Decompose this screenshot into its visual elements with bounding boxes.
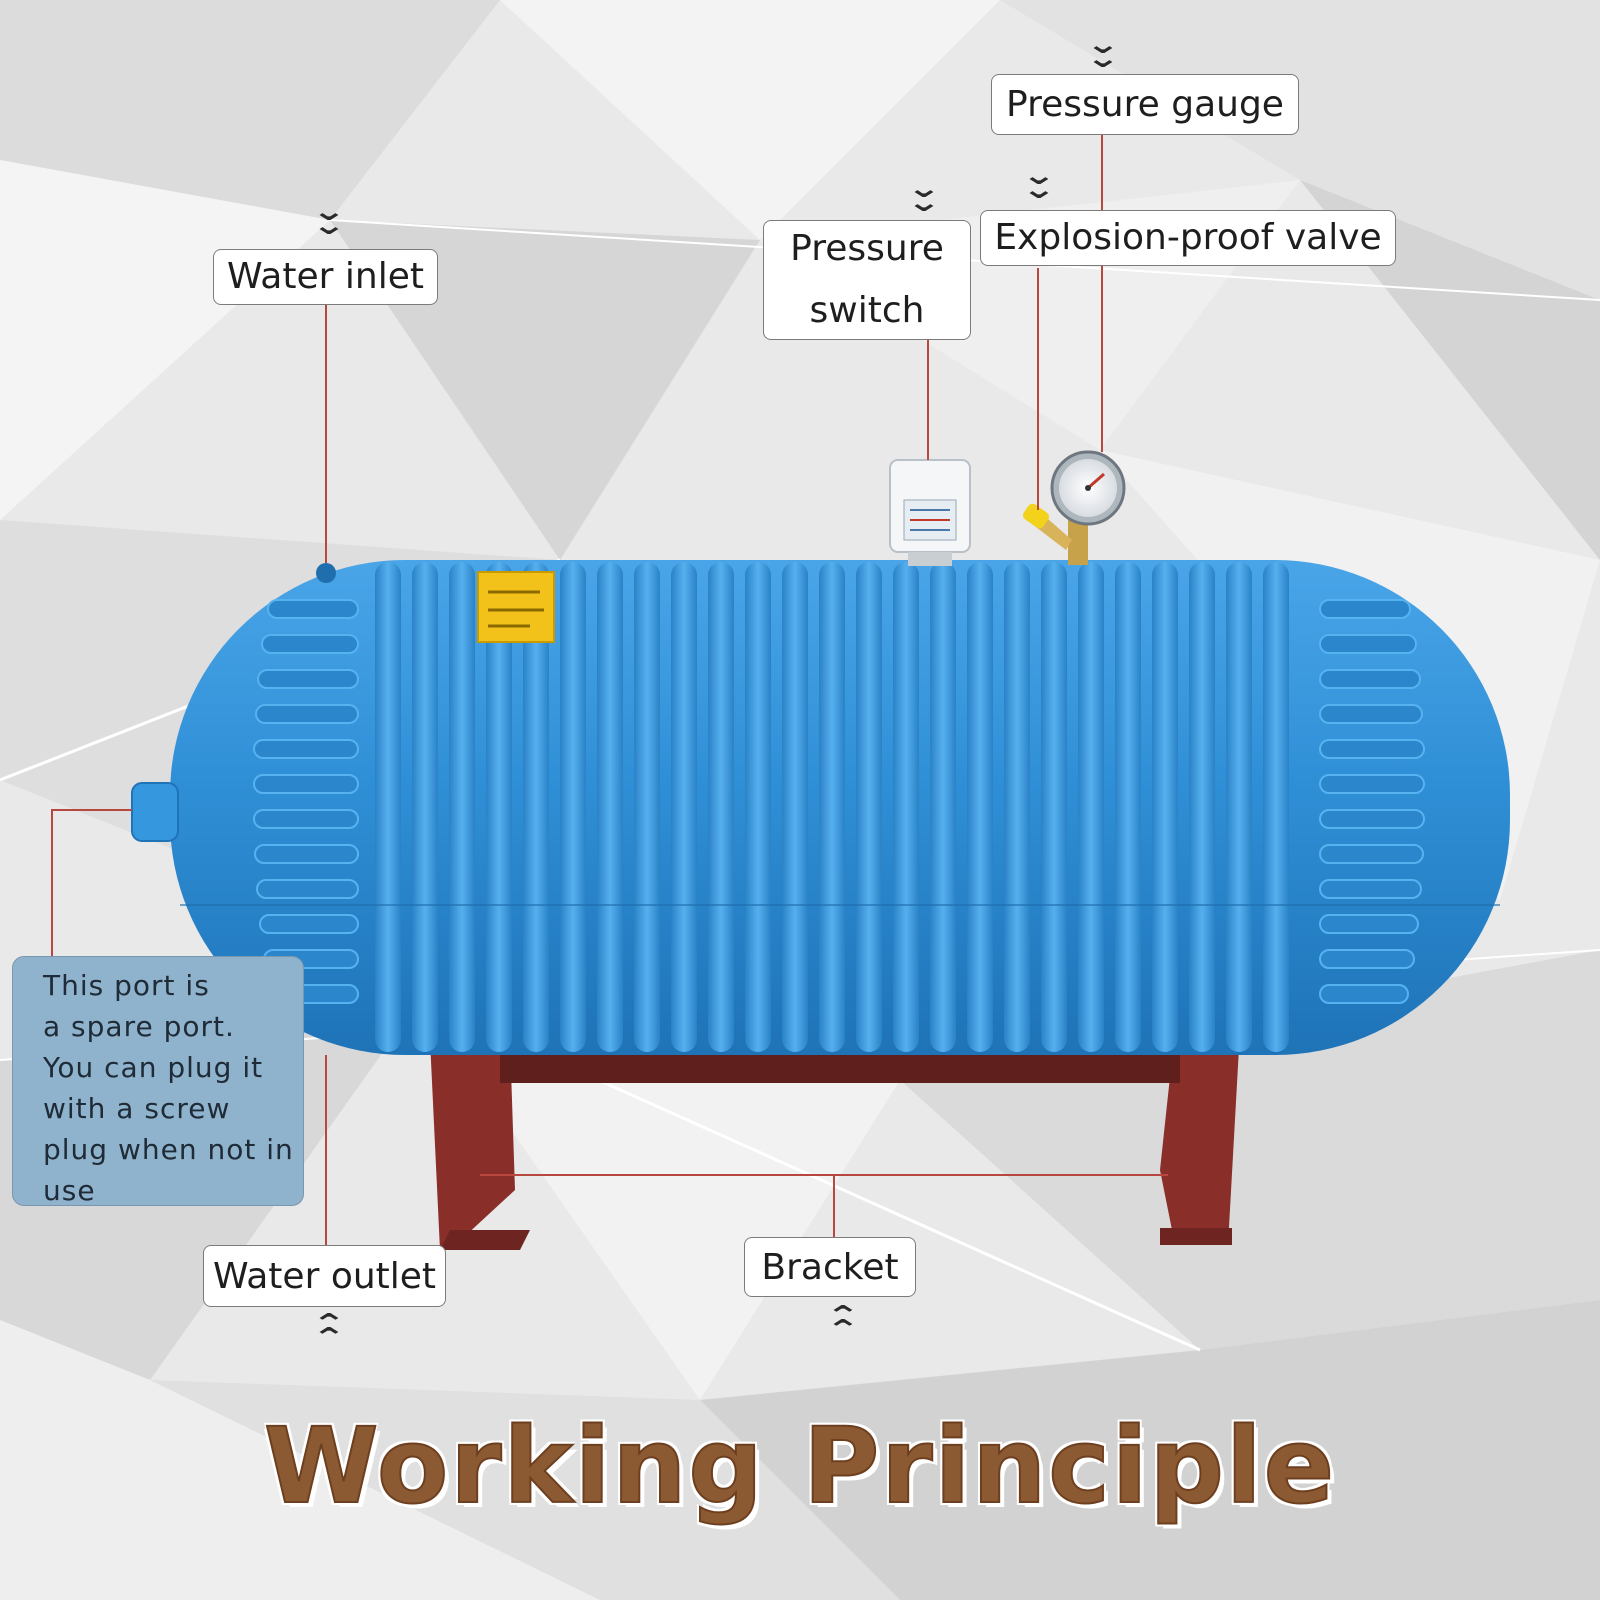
pressure-switch-label: Pressure switch bbox=[763, 220, 971, 340]
note-line: You can plug it bbox=[43, 1051, 264, 1084]
spare-port-note: This port is a spare port. You can plug … bbox=[12, 956, 304, 1207]
chevron-down-icon: ⌄⌄ bbox=[311, 197, 347, 241]
chevron-down-icon: ⌄⌄ bbox=[1021, 161, 1057, 205]
warning-sticker bbox=[477, 571, 555, 643]
water-inlet-port bbox=[316, 563, 336, 583]
chevron-down-icon: ⌄⌄ bbox=[1085, 30, 1121, 74]
explosion-proof-valve-label: Explosion-proof valve bbox=[980, 210, 1396, 266]
chevron-up-icon: ⌃⌃ bbox=[825, 1301, 861, 1345]
blue-tank-body bbox=[170, 560, 1510, 1055]
note-line: plug when not in bbox=[43, 1133, 294, 1166]
chevron-up-icon: ⌃⌃ bbox=[311, 1309, 347, 1353]
water-inlet-label: Water inlet bbox=[213, 249, 438, 305]
water-outlet-label: Water outlet bbox=[203, 1245, 446, 1307]
note-line: a spare port. bbox=[43, 1010, 235, 1043]
bracket bbox=[430, 1030, 1240, 1250]
pressure-gauge-device bbox=[1022, 450, 1126, 565]
chevron-down-icon: ⌄⌄ bbox=[906, 174, 942, 218]
note-line: This port is bbox=[43, 969, 210, 1002]
pressure-switch-label-line1: Pressure bbox=[790, 228, 944, 269]
pressure-switch-label-line2: switch bbox=[809, 290, 925, 331]
pressure-switch-device bbox=[889, 459, 971, 566]
bracket-label: Bracket bbox=[744, 1237, 916, 1297]
note-line: with a screw bbox=[43, 1092, 231, 1125]
pressure-gauge-label: Pressure gauge bbox=[991, 74, 1299, 135]
leader-lines bbox=[51, 135, 1168, 1245]
tank-ribs bbox=[375, 562, 1289, 1052]
page-title: Working Principle bbox=[263, 1404, 1337, 1528]
note-line: use bbox=[43, 1174, 96, 1207]
spare-port bbox=[131, 782, 179, 842]
